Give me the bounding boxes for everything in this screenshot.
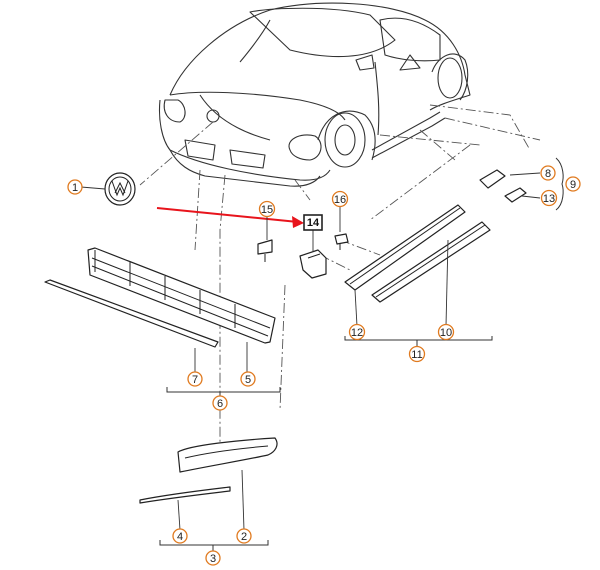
group-brackets [159,157,564,551]
callout-14: 14 [303,214,323,231]
trim-cap-part [479,169,506,189]
trim-strip-part [44,279,219,348]
callout-7-label: 7 [192,374,198,386]
grille-part [87,247,276,344]
callout-12: 12 [348,323,366,341]
bracket-part [299,249,327,279]
emblem-part [104,172,136,206]
sill-trim-outer-part [371,221,491,303]
callout-5: 5 [240,371,256,387]
callout-11-label: 11 [411,349,422,361]
callout-5-label: 5 [245,374,251,386]
callout-11: 11 [408,345,426,363]
callout-13: 13 [540,189,558,207]
callout-6-label: 6 [217,398,223,410]
callout-13-label: 13 [543,193,555,205]
callout-4: 4 [172,528,188,544]
callout-8-label: 8 [545,168,551,180]
callout-2: 2 [236,528,252,544]
callout-4-label: 4 [177,531,183,543]
callout-3: 3 [205,550,221,566]
callout-10: 10 [437,323,455,341]
callout-1: 1 [67,179,83,195]
callout-9: 9 [565,176,581,192]
callout-16: 16 [331,190,349,208]
callout-12-label: 12 [351,327,363,339]
callout-6: 6 [212,395,228,411]
callout-15: 15 [258,200,276,218]
car-body [158,2,471,187]
callout-1-label: 1 [72,182,78,194]
chrome-strip-part [139,486,231,504]
callout-3-label: 3 [210,553,216,565]
callout-8: 8 [540,165,556,181]
callout-16-label: 16 [334,194,346,206]
connector-lines [139,104,541,451]
screw-part [334,233,349,250]
callout-2-label: 2 [241,531,247,543]
fog-trim-part [177,437,278,473]
callout-9-label: 9 [570,179,576,191]
callout-14-label: 14 [307,217,320,229]
trim-cap-small-part [504,187,527,203]
highlight-arrow [156,207,304,228]
callout-15-label: 15 [261,204,273,216]
clip-part [257,239,273,262]
callout-10-label: 10 [440,327,452,339]
callout-7: 7 [187,371,203,387]
sill-trim-part [344,204,466,291]
